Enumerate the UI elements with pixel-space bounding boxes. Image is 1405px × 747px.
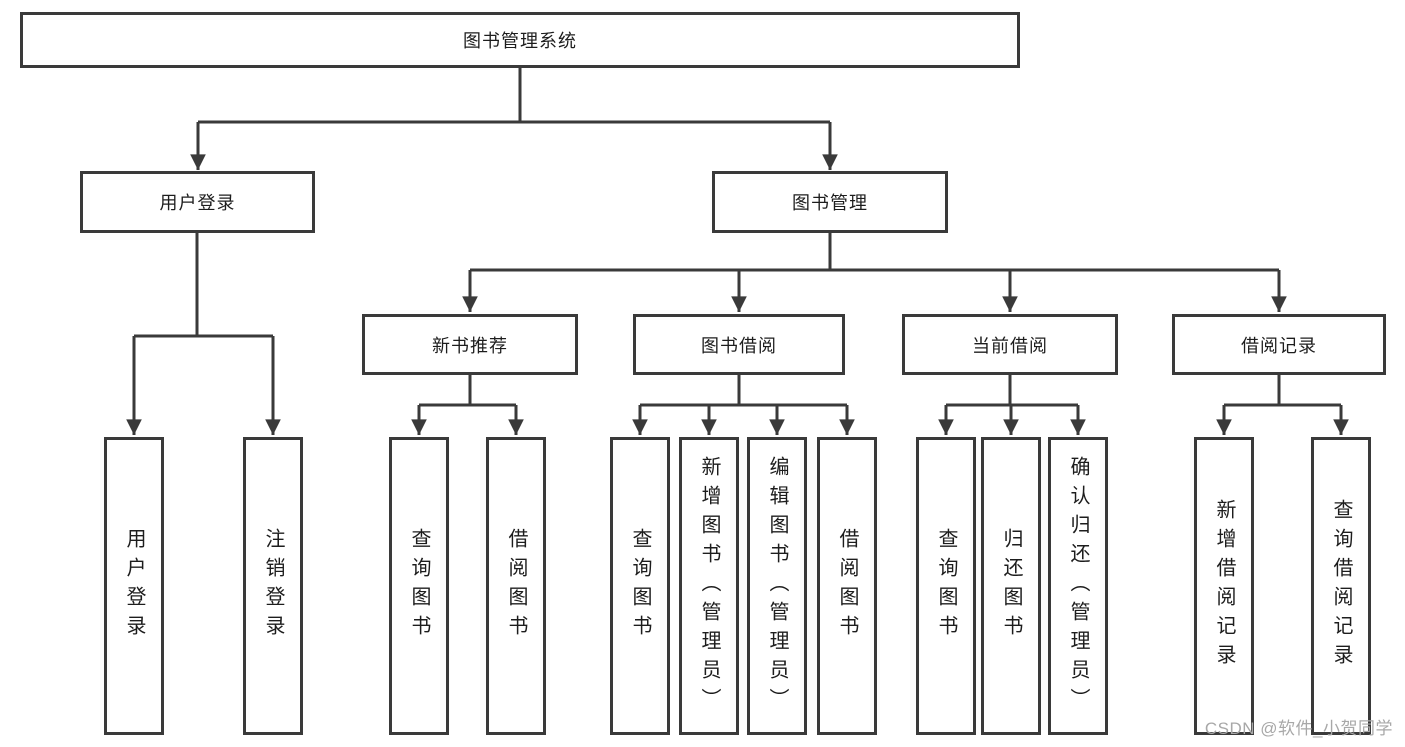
leaf-label: 查询图书 [408,528,430,644]
leaf-label: 新增图书（管理员） [698,455,720,717]
node-query-books-3: 查询图书 [916,437,976,735]
node-book-management: 图书管理 [712,171,948,233]
leaf-label: 注销登录 [262,528,284,644]
node-query-books-2: 查询图书 [610,437,670,735]
node-leaf-logout: 注销登录 [243,437,303,735]
node-user-login: 用户登录 [80,171,315,233]
node-edit-book-admin: 编辑图书（管理员） [747,437,807,735]
node-add-book-admin: 新增图书（管理员） [679,437,739,735]
node-query-books-1: 查询图书 [389,437,449,735]
node-add-borrow-record: 新增借阅记录 [1194,437,1254,735]
connector-book-management-junction [470,233,1279,272]
leaf-label: 查询图书 [935,528,957,644]
leaf-label: 新增借阅记录 [1213,499,1235,673]
connector-book-borrowing-junction [640,375,847,407]
node-borrowing-records: 借阅记录 [1172,314,1386,375]
leaf-label: 确认归还（管理员） [1067,455,1089,717]
connector-new-book-junction [419,375,516,407]
connector-root-junction [198,68,830,124]
node-book-borrowing: 图书借阅 [633,314,845,375]
connector-borrowing-records-junction [1224,375,1341,407]
node-confirm-return-admin: 确认归还（管理员） [1048,437,1108,735]
node-query-borrow-record: 查询借阅记录 [1311,437,1371,735]
connector-user-login-junction [134,233,273,338]
node-leaf-user-login: 用户登录 [104,437,164,735]
node-borrow-books-2: 借阅图书 [817,437,877,735]
connector-current-borrowing-junction [946,375,1078,407]
leaf-label: 用户登录 [123,528,145,644]
leaf-label: 查询借阅记录 [1330,499,1352,673]
leaf-label: 编辑图书（管理员） [766,455,788,717]
node-current-borrowing: 当前借阅 [902,314,1118,375]
leaf-label: 借阅图书 [836,528,858,644]
node-return-books: 归还图书 [981,437,1041,735]
leaf-label: 借阅图书 [505,528,527,644]
leaf-label: 查询图书 [629,528,651,644]
leaf-label: 归还图书 [1000,528,1022,644]
watermark: CSDN @软件_小贺同学 [1204,719,1393,738]
node-borrow-books-1: 借阅图书 [486,437,546,735]
node-new-book-recommend: 新书推荐 [362,314,578,375]
node-library-system: 图书管理系统 [20,12,1020,68]
